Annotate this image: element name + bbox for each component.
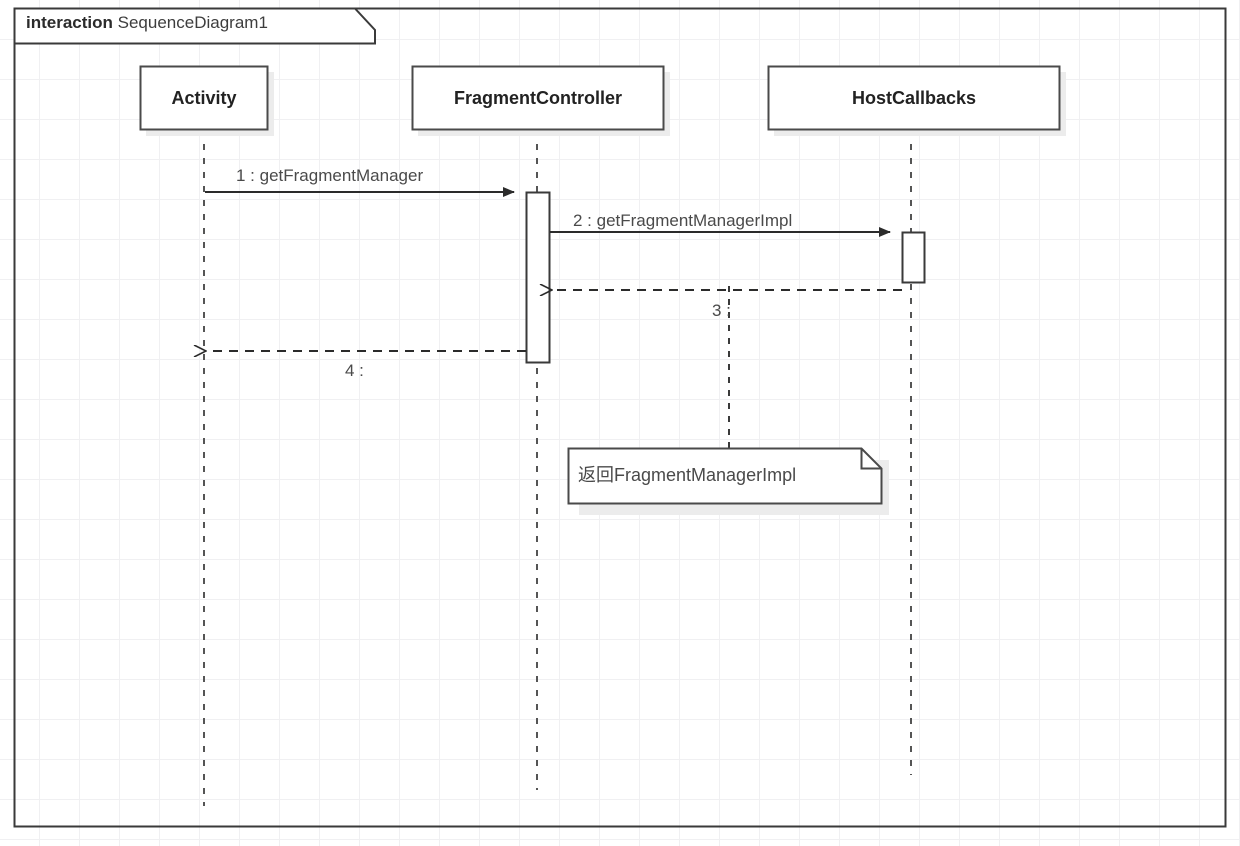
lifeline-activity[interactable] bbox=[140, 66, 268, 130]
lifeline-head-boxes bbox=[139, 65, 1061, 131]
activation-bar-host-callbacks[interactable] bbox=[901, 231, 926, 284]
interaction-frame bbox=[13, 7, 1227, 828]
lifeline-box-fragment-controller[interactable] bbox=[411, 65, 665, 131]
lifeline-lines bbox=[203, 130, 912, 806]
note-box[interactable] bbox=[567, 447, 890, 516]
lifeline-box-activity[interactable] bbox=[139, 65, 269, 131]
lifeline-host-callbacks[interactable] bbox=[768, 66, 1060, 130]
lifeline-box-host-callbacks[interactable] bbox=[767, 65, 1061, 131]
frame-tab-shape bbox=[13, 7, 376, 45]
activation-bars bbox=[525, 191, 926, 364]
note-fold-corner-icon bbox=[860, 448, 882, 470]
note-1[interactable] bbox=[568, 448, 882, 504]
activation-bar-fragment-controller[interactable] bbox=[525, 191, 551, 364]
frame-tab[interactable] bbox=[14, 8, 375, 44]
lifeline-fragment-controller[interactable] bbox=[412, 66, 664, 130]
